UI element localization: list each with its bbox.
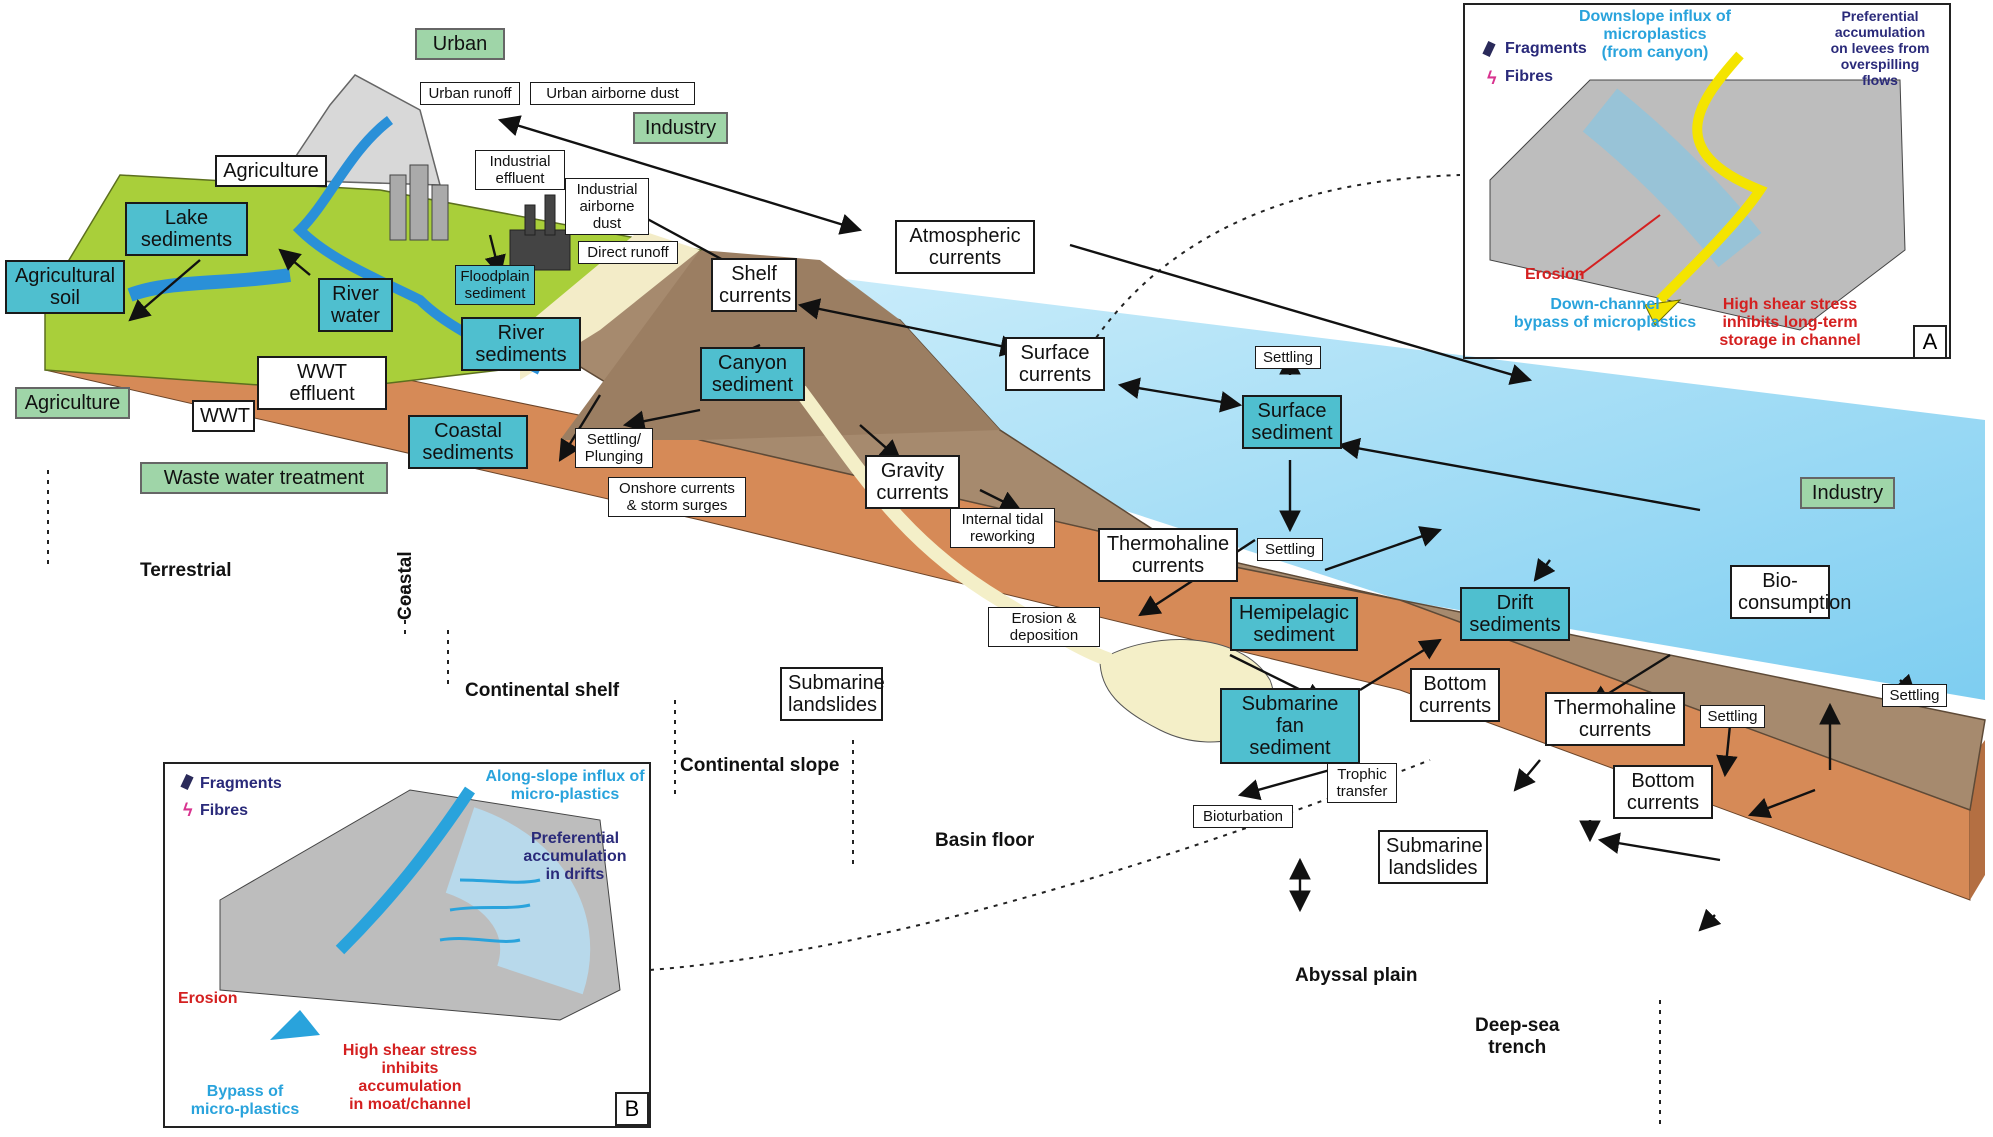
label-submarine-landslides-1: Submarine landslides — [780, 667, 885, 721]
inset-a-shear: High shear stress inhibits long-term sto… — [1719, 296, 1861, 349]
label-urban-dust: Urban airborne dust — [530, 82, 695, 105]
inset-b-shear: High shear stress inhibits accumulation … — [342, 1042, 478, 1113]
label-atmospheric-currents: Atmospheric currents — [895, 220, 1035, 274]
source-urban: Urban — [415, 28, 505, 60]
continental-slope — [560, 250, 1000, 440]
pathway-arrows — [128, 115, 1917, 932]
hemipelagic-sediment: Hemipelagic sediment — [1230, 597, 1358, 651]
label-bio-consumption: Bio- consumption — [1730, 565, 1851, 619]
zone-continental-shelf: Continental shelf — [465, 680, 620, 701]
inset-a-frame — [1463, 3, 1951, 359]
coastal-sediments: Coastal sediments — [408, 415, 528, 469]
label-settling-2: Settling — [1257, 538, 1323, 561]
label-thermohaline-2: Thermohaline currents — [1545, 692, 1685, 746]
label-bioturbation: Bioturbation — [1193, 805, 1293, 828]
inset-b-erosion: Erosion — [178, 990, 238, 1007]
inset-b-fibres: Fibres — [200, 802, 249, 819]
label-erosion-deposition: Erosion & deposition — [988, 607, 1100, 647]
river-water: River water — [318, 278, 393, 332]
canyon-sediment: Canyon sediment — [700, 347, 805, 401]
label-settling-3: Settling — [1700, 705, 1765, 728]
label-trophic-transfer: Trophic transfer — [1327, 763, 1397, 803]
source-waste-water: Waste water treatment — [140, 462, 388, 494]
inset-b-fragments: Fragments — [200, 775, 282, 792]
inset-a-artwork — [1489, 51, 1906, 331]
label-bottom-currents-2: Bottom currents — [1613, 765, 1713, 819]
label-shelf-currents: Shelf currents — [711, 258, 797, 312]
label-bottom-currents-1: Bottom currents — [1410, 668, 1500, 722]
drift-sediments: Drift sediments — [1460, 587, 1570, 641]
label-wwt-effluent: WWT effluent — [257, 356, 387, 410]
label-surface-currents: Surface currents — [1005, 337, 1105, 391]
label-gravity-currents: Gravity currents — [865, 455, 960, 509]
factory — [509, 194, 571, 271]
agricultural-soil: Agricultural soil — [5, 260, 125, 314]
label-settling-plunging: Settling/ Plunging — [575, 428, 653, 468]
floodplain-sediment: Floodplain sediment — [455, 265, 535, 305]
inset-b-fibre-icon: ϟ — [183, 800, 193, 820]
label-agriculture: Agriculture — [215, 155, 327, 187]
label-wwt: WWT — [192, 400, 255, 432]
inset-b-artwork — [219, 786, 621, 1040]
source-agriculture: Agriculture — [15, 387, 130, 419]
inset-b-letter: B — [615, 1092, 649, 1126]
label-onshore-currents: Onshore currents & storm surges — [608, 477, 746, 517]
inset-a-letter: A — [1913, 325, 1947, 359]
zone-basin-floor: Basin floor — [935, 830, 1035, 851]
source-industry-sea: Industry — [1800, 477, 1895, 509]
label-thermohaline-1: Thermohaline currents — [1098, 528, 1238, 582]
inset-b-bypass: Bypass of micro-plastics — [190, 1083, 300, 1118]
inset-a-bypass: Down-channel bypass of microplastics — [1513, 296, 1697, 331]
inset-a-fragments: Fragments — [1505, 40, 1587, 57]
label-settling-4: Settling — [1882, 684, 1947, 707]
zone-abyssal-plain: Abyssal plain — [1295, 965, 1418, 986]
zone-coastal: Coastal — [395, 551, 416, 620]
river-sediments: River sediments — [461, 317, 581, 371]
lake-sediments: Lake sediments — [125, 202, 248, 256]
inset-b-frame — [163, 762, 651, 1128]
zone-dividers — [47, 174, 1661, 1130]
zone-deep-sea-trench: Deep-sea trench — [1475, 1015, 1560, 1058]
source-industry-land: Industry — [633, 112, 728, 144]
inset-a-downslope: Downslope influx of microplastics (from … — [1579, 8, 1731, 61]
submarine-fan-sediment: Submarine fan sediment — [1220, 688, 1360, 764]
inset-a-fibres: Fibres — [1505, 68, 1554, 85]
label-internal-tidal: Internal tidal reworking — [950, 508, 1055, 548]
label-direct-runoff: Direct runoff — [578, 241, 678, 264]
inset-a-preferential: Preferential accumulation on levees from… — [1830, 8, 1930, 88]
zone-continental-slope: Continental slope — [680, 755, 840, 776]
inset-b-influx: Along-slope influx of micro-plastics — [485, 768, 645, 803]
urban-buildings — [389, 164, 449, 241]
label-settling-1: Settling — [1255, 346, 1321, 369]
inset-a-erosion: Erosion — [1525, 266, 1585, 283]
label-industrial-effluent: Industrial effluent — [475, 150, 565, 190]
lake — [127, 268, 291, 302]
label-industrial-dust: Industrial airborne dust — [565, 178, 649, 235]
label-submarine-landslides-2: Submarine landslides — [1378, 830, 1488, 884]
inset-a-fibre-icon: ϟ — [1487, 68, 1497, 88]
ocean-water — [610, 250, 1985, 700]
surface-sediment: Surface sediment — [1242, 395, 1342, 449]
zone-terrestrial: Terrestrial — [140, 560, 232, 581]
inset-b-preferential: Preferential accumulation in drifts — [523, 830, 627, 883]
label-urban-runoff: Urban runoff — [420, 82, 520, 105]
